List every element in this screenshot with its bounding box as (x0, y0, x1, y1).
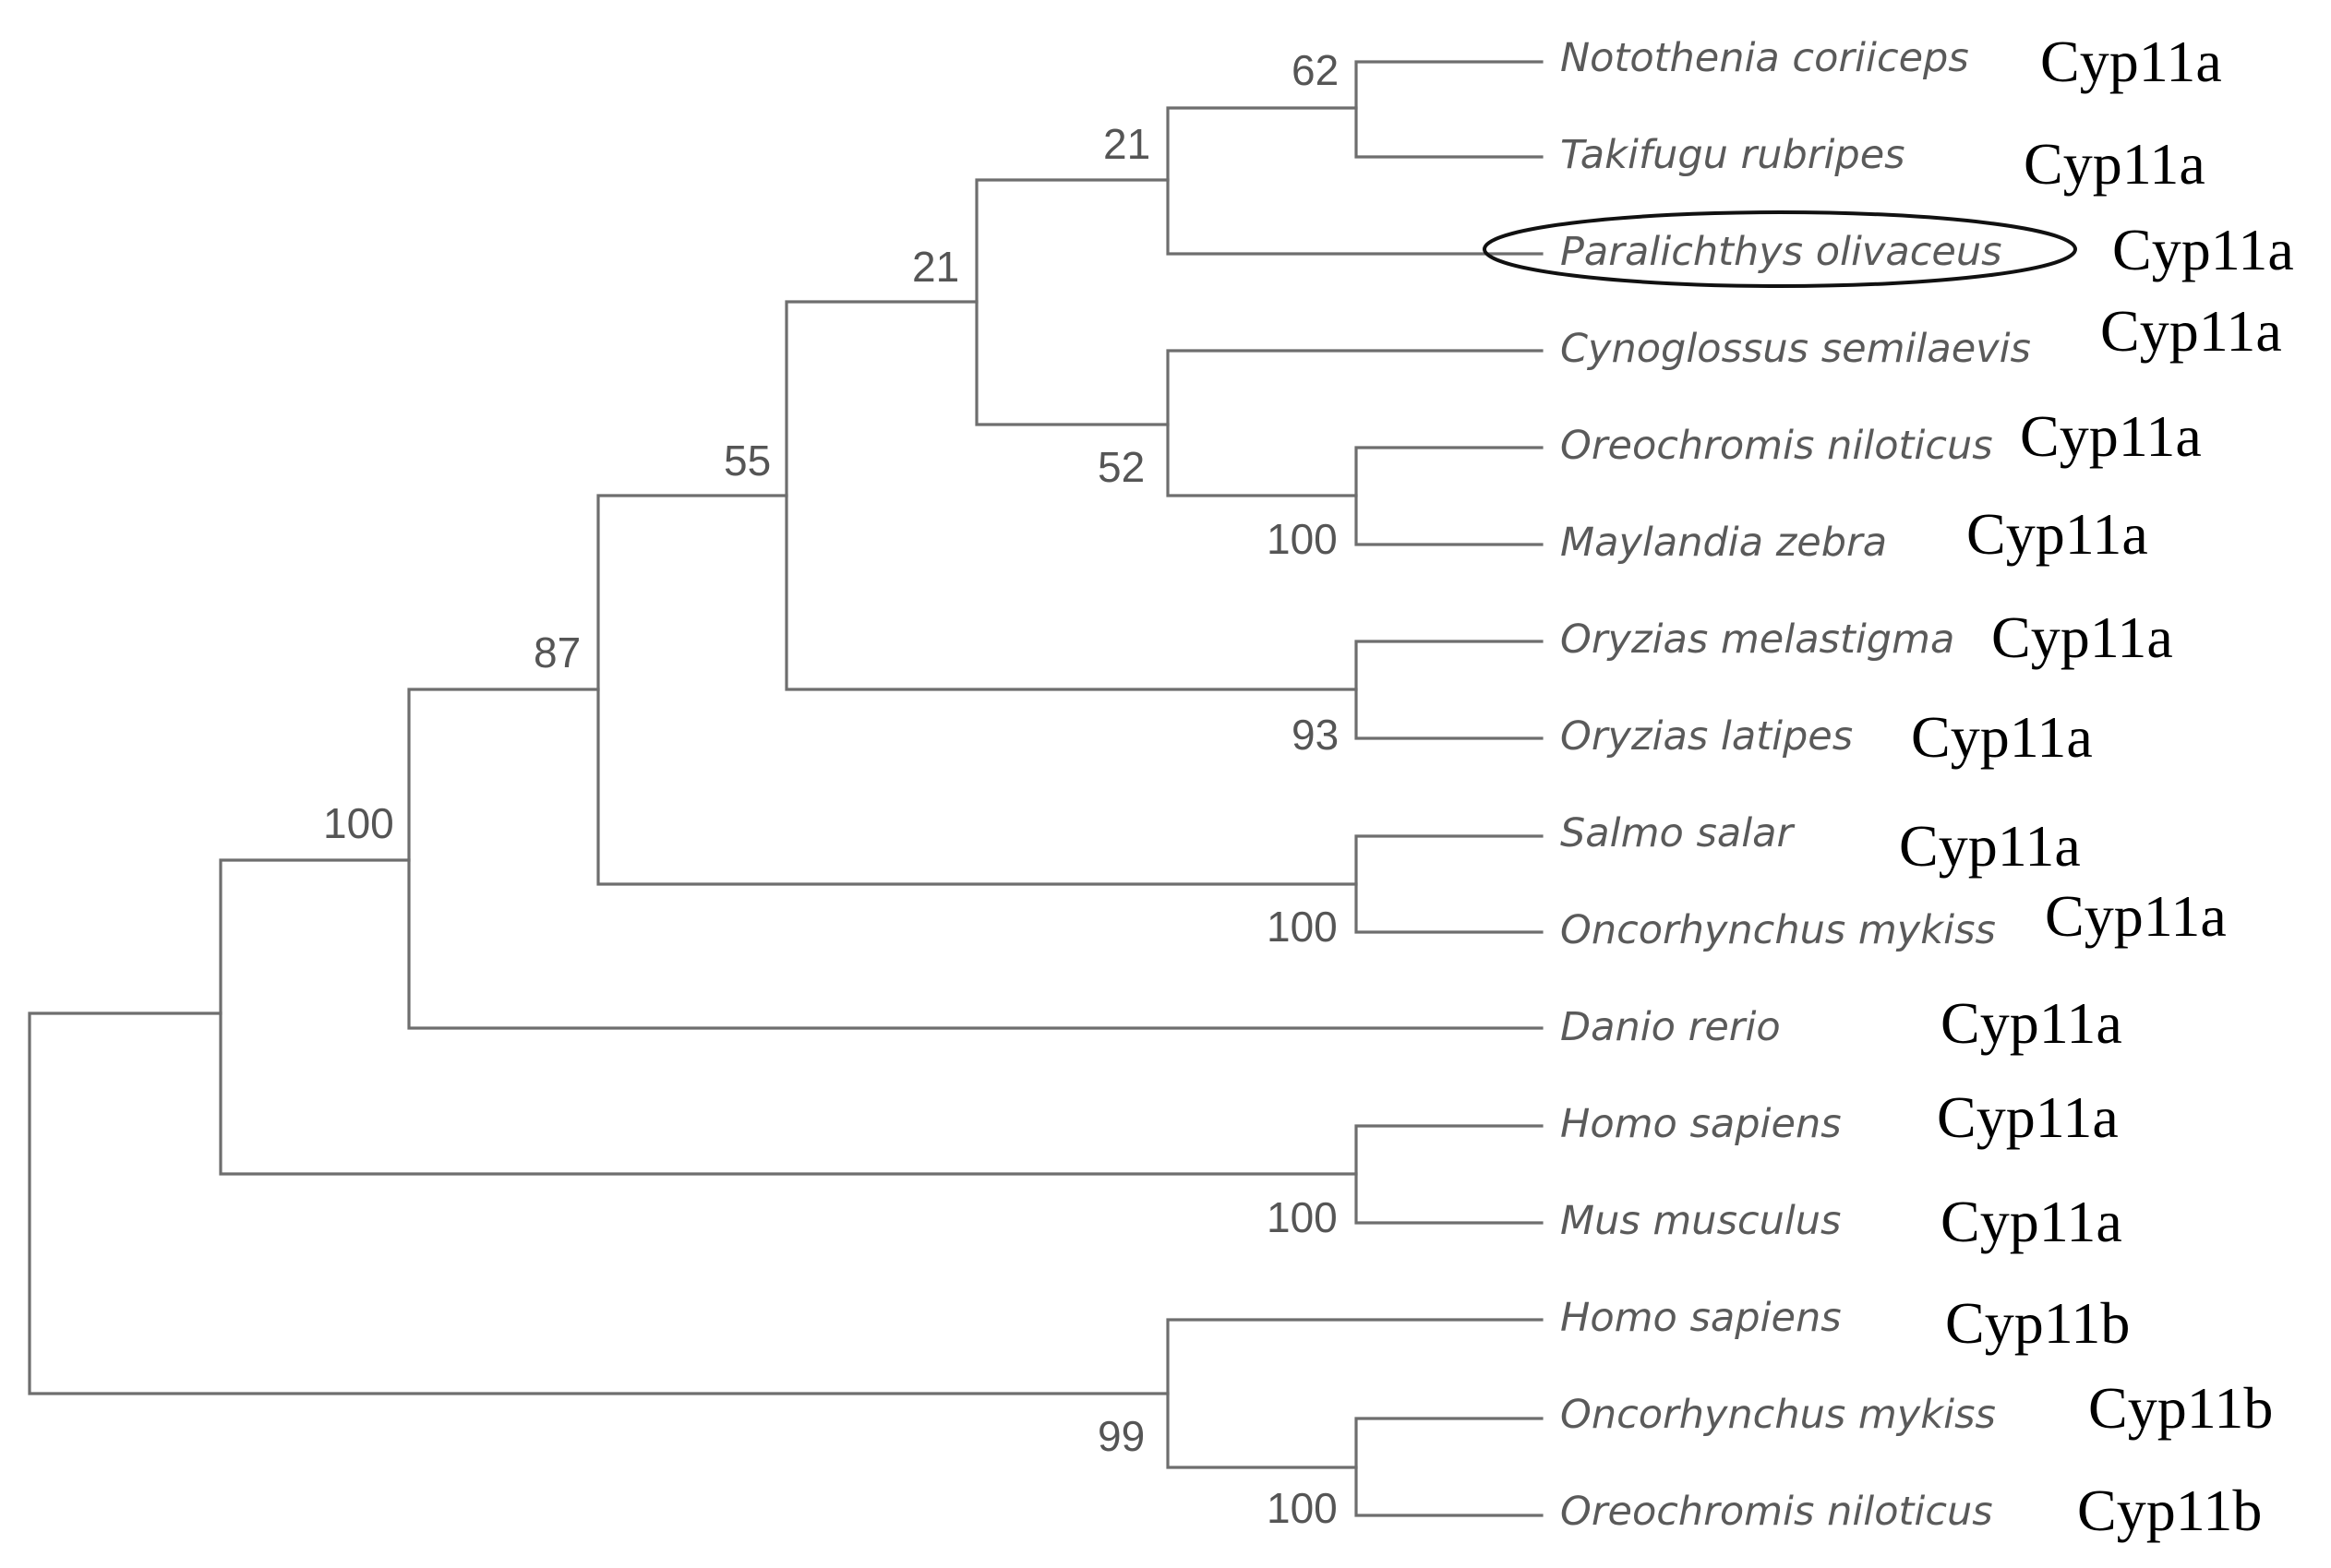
branch-teleost-without-danio (596, 494, 1358, 886)
bootstrap-values: 62 21 21 100 52 93 55 100 87 100 100 100… (323, 46, 1339, 1532)
branch-om (1354, 446, 1544, 546)
bootstrap-label: 52 (1098, 443, 1145, 491)
branch-percomorph (785, 300, 1358, 691)
branch-com (1166, 349, 1544, 497)
species-label: Danio rerio (1560, 1004, 1781, 1050)
gene-label: Cyp11a (2112, 217, 2294, 282)
branch-mammal-cyp11a (1354, 1124, 1544, 1225)
bootstrap-label: 55 (724, 437, 771, 485)
species-label: Homo sapiens (1560, 1295, 1842, 1341)
species-label: Oncorhynchus mykiss (1560, 1392, 1996, 1438)
species-label-highlighted: Paralichthys olivaceus (1560, 229, 2001, 275)
branch-oryzias (1354, 640, 1544, 740)
bootstrap-label: 93 (1292, 711, 1339, 759)
bootstrap-label: 100 (1267, 515, 1338, 563)
bootstrap-label: 21 (1103, 120, 1150, 168)
gene-label: Cyp11a (2020, 403, 2202, 469)
branch-salmonids (1354, 834, 1544, 934)
branch-teleost-cyp11a (407, 688, 1544, 1030)
branch-nt (1354, 60, 1544, 159)
gene-label: Cyp11a (1937, 1084, 2119, 1150)
gene-label: Cyp11a (2040, 29, 2222, 94)
species-label: Oreochromis niloticus (1560, 423, 1993, 469)
tree-branches (28, 60, 1544, 1517)
species-label: Oryzias latipes (1560, 713, 1853, 760)
branch-acanthomorph-core (975, 178, 1170, 426)
branch-ntp (1166, 106, 1544, 256)
branch-cyp11b (1166, 1318, 1544, 1469)
highlight-ellipse (1483, 210, 2077, 288)
species-label: Maylandia zebra (1560, 520, 1887, 566)
gene-label: Cyp11a (1911, 704, 2093, 770)
gene-label: Cyp11b (1945, 1290, 2130, 1356)
branch-cyp11a (219, 858, 1358, 1176)
species-label: Takifugu rubripes (1560, 132, 1905, 178)
gene-label: Cyp11a (2045, 883, 2227, 949)
species-label: Cynoglossus semilaevis (1560, 326, 2031, 372)
species-label: Mus musculus (1560, 1198, 1841, 1244)
gene-label: Cyp11a (2024, 131, 2205, 197)
gene-label: Cyp11a (1940, 1189, 2122, 1254)
bootstrap-label: 100 (1267, 1193, 1338, 1241)
gene-label: Cyp11a (1966, 501, 2148, 567)
bootstrap-label: 100 (1267, 1484, 1338, 1532)
bootstrap-label: 62 (1292, 46, 1339, 94)
species-label: Oncorhynchus mykiss (1560, 907, 1996, 953)
gene-label: Cyp11a (1899, 813, 2081, 879)
species-label: Homo sapiens (1560, 1101, 1842, 1147)
bootstrap-label: 100 (1267, 903, 1338, 951)
gene-label: Cyp11b (2088, 1375, 2273, 1441)
species-label: Oryzias melastigma (1560, 616, 1954, 663)
species-label: Oreochromis niloticus (1560, 1489, 1993, 1535)
branch-fish-cyp11b (1354, 1417, 1544, 1517)
branch-root (28, 1011, 1170, 1395)
taxon-labels: Notothenia coriiceps Cyp11a Takifugu rub… (1483, 29, 2294, 1543)
species-label: Notothenia coriiceps (1560, 35, 1969, 81)
bootstrap-label: 87 (534, 628, 581, 676)
gene-label: Cyp11a (1991, 604, 2173, 670)
species-label: Salmo salar (1560, 810, 1796, 856)
gene-label: Cyp11b (2077, 1478, 2262, 1543)
bootstrap-label: 99 (1098, 1412, 1145, 1460)
gene-label: Cyp11a (2100, 298, 2282, 364)
bootstrap-label: 21 (912, 243, 959, 291)
bootstrap-label: 100 (323, 799, 394, 847)
gene-label: Cyp11a (1940, 990, 2122, 1056)
